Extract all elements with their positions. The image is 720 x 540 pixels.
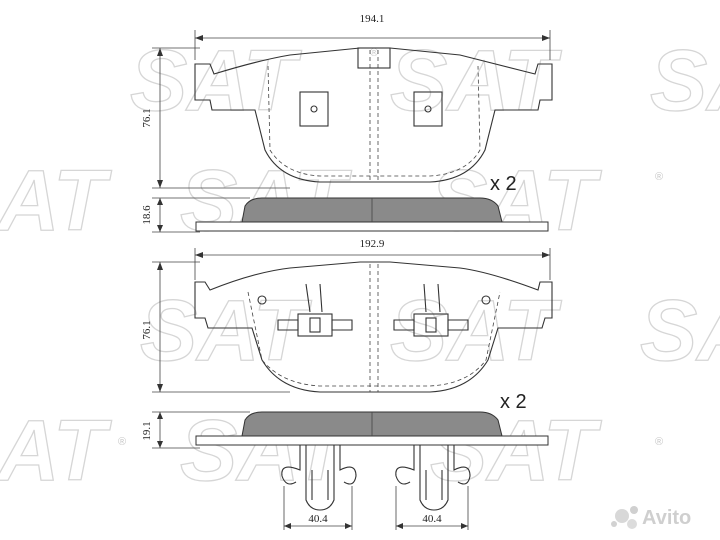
bottom-pad-clip-left-profile [281, 445, 357, 511]
top-pad-face-view: 194.1 76.1 x 2 [141, 13, 553, 195]
watermark-registered-mark: ® [370, 47, 378, 59]
bottom-pad-clip-right-profile [395, 445, 471, 511]
bottom-pad-face-view: 192.9 76.1 x 2 [141, 238, 553, 413]
bottom-pad-quantity-label: x 2 [500, 391, 527, 413]
watermark-text: SAT [0, 403, 112, 499]
bottom-pad-width-label: 192.9 [360, 238, 385, 250]
watermark-text: SAT [640, 283, 720, 379]
watermark-registered-mark: ® [655, 171, 663, 183]
bottom-pad-clip-left [277, 283, 353, 337]
avito-logo: Avito [611, 506, 691, 529]
bottom-pad-clip-right [393, 283, 469, 337]
top-pad-side-view: 18.6 [141, 197, 549, 233]
watermark-registered-mark: ® [118, 436, 126, 448]
avito-logo-text: Avito [642, 507, 691, 529]
watermark-text: SAT [650, 33, 720, 129]
watermark-text: SAT [0, 153, 112, 249]
bottom-pad-clip-right-width-label: 40.4 [422, 513, 442, 525]
bottom-pad-thickness-label: 19.1 [141, 421, 153, 440]
watermark-registered-mark: ® [655, 436, 663, 448]
bottom-pad-clip-left-width-label: 40.4 [308, 513, 328, 525]
bottom-pad-height-label: 76.1 [141, 320, 153, 339]
top-pad-height-label: 76.1 [141, 108, 153, 127]
top-pad-quantity-label: x 2 [490, 173, 517, 195]
top-pad-thickness-label: 18.6 [141, 205, 153, 225]
bottom-pad-side-view: 19.1 40.4 40.4 [141, 411, 549, 530]
watermark-text: SAT [140, 283, 312, 379]
watermark-text: SAT [130, 33, 302, 129]
watermark-text: SAT [390, 283, 562, 379]
watermark-text: SAT [390, 33, 562, 129]
top-pad-width-label: 194.1 [360, 13, 385, 25]
